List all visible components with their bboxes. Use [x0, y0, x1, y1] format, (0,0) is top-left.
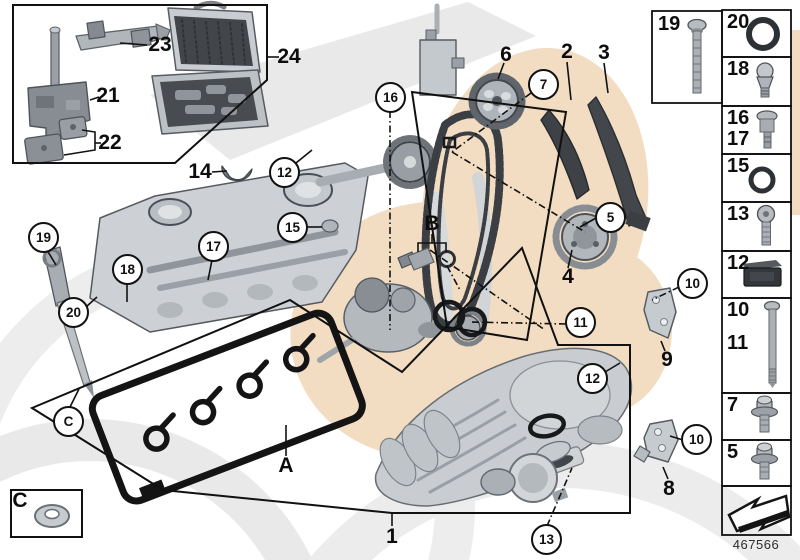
adapter-stud-icon [756, 110, 778, 149]
bracket-8 [633, 419, 679, 463]
callout-20[interactable]: 20 [58, 297, 89, 328]
part-label-4: 4 [562, 265, 574, 288]
sidebar-part-number: 17 [727, 128, 750, 150]
sidebar-cells-borders [721, 9, 792, 536]
page-turn-arrow-icon [727, 494, 791, 533]
callout-5[interactable]: 5 [595, 202, 626, 233]
sidebar-cell-18[interactable]: 18 [722, 57, 791, 106]
cylinder-head-bolt-icon [687, 18, 707, 94]
tensioning-tool [419, 3, 465, 96]
drawing-number: 467566 [732, 537, 780, 552]
tensioning-rail-2 [540, 109, 590, 200]
sidebar-cell-10-11[interactable]: 10 11 [722, 298, 791, 393]
high-pressure-pump [317, 277, 442, 363]
sidebar-cell-5[interactable]: 5 [722, 440, 791, 486]
callout-16[interactable]: 16 [375, 82, 406, 113]
flange-screw-icon-7 [750, 395, 779, 433]
sidebar-part-number: 5 [727, 441, 739, 463]
camshaft [315, 135, 437, 189]
chain-tensioner [397, 247, 456, 271]
bracket-9 [643, 287, 677, 339]
callout-12[interactable]: 12 [577, 363, 608, 394]
sidebar-part-number: 11 [727, 332, 749, 354]
sidebar-part-number: 15 [727, 155, 750, 177]
callout-7[interactable]: 7 [528, 69, 559, 100]
tool-support-blocks-22 [24, 116, 88, 165]
o-ring-icon [746, 17, 780, 51]
torx-screw-icon [756, 204, 776, 246]
part-label-9: 9 [661, 348, 673, 371]
part-label-2: 2 [561, 40, 573, 63]
part-label-C: C [12, 489, 28, 512]
tool-case-24 [151, 0, 269, 135]
callout-18[interactable]: 18 [112, 254, 143, 285]
part-label-A: A [278, 454, 294, 477]
part-label-1: 1 [386, 525, 398, 548]
chain-link-marker [442, 136, 457, 149]
sidebar-part-number: 13 [727, 203, 750, 225]
sidebar-part-number: 7 [727, 394, 739, 416]
sealing-washer [34, 504, 70, 528]
callout-10[interactable]: 10 [681, 424, 712, 455]
sidebar-cell-20[interactable]: 20 [722, 10, 791, 57]
callout-19[interactable]: 19 [28, 222, 59, 253]
sidebar-cell-arrow[interactable] [722, 486, 791, 535]
part-label-24: 24 [277, 45, 301, 68]
sidebar-part-number: 16 [727, 107, 750, 129]
callout-17[interactable]: 17 [198, 231, 229, 262]
slide-rail-3 [587, 96, 651, 232]
callout-C[interactable]: C [53, 406, 84, 437]
part-label-14: 14 [188, 160, 212, 183]
intake-manifold [374, 347, 633, 507]
small-o-ring-icon [748, 166, 776, 194]
part-label-B: B [424, 212, 440, 235]
sidebar-cell-15[interactable]: 15 [722, 154, 791, 202]
sidebar-cell-12[interactable]: 12 [722, 251, 791, 298]
sidebar-stud-box-label[interactable]: 19 [658, 13, 681, 35]
part-label-6: 6 [500, 43, 512, 66]
cylinder-head [89, 162, 369, 333]
ball-stud-icon [756, 62, 774, 98]
part-label-23: 23 [148, 33, 172, 56]
flange-screw-icon-5 [750, 442, 779, 480]
callout-10[interactable]: 10 [677, 268, 708, 299]
sidebar-cell-7[interactable]: 7 [722, 393, 791, 440]
sidebar-part-number: 20 [727, 11, 750, 33]
leader-lines [46, 42, 684, 527]
rubber-plug-icon [742, 260, 782, 287]
part-label-3: 3 [598, 41, 610, 64]
sidebar-cell-13[interactable]: 13 [722, 202, 791, 251]
engine-parts [24, 0, 679, 528]
washer-box-c [10, 489, 83, 538]
part-label-22: 22 [98, 131, 122, 154]
part-label-21: 21 [96, 84, 120, 107]
bearing-shell [221, 165, 253, 182]
valve-cover-gasket [88, 309, 366, 505]
callout-12[interactable]: 12 [269, 157, 300, 188]
profile-gaskets [432, 299, 567, 439]
sidebar-part-number: 18 [727, 58, 750, 80]
callout-13[interactable]: 13 [531, 524, 562, 555]
tool-kit-box [12, 4, 268, 164]
sidebar-part-number: 12 [727, 252, 750, 274]
long-stud-bolt-icon [763, 300, 781, 388]
callout-11[interactable]: 11 [565, 307, 596, 338]
callout-15[interactable]: 15 [277, 212, 308, 243]
sidebar-part-number: 10 [727, 299, 750, 321]
tool-timing-bar-23 [75, 20, 171, 51]
repair-kit-box-1 [29, 246, 631, 514]
sidebar-icons [687, 17, 791, 533]
part-label-8: 8 [663, 477, 675, 500]
